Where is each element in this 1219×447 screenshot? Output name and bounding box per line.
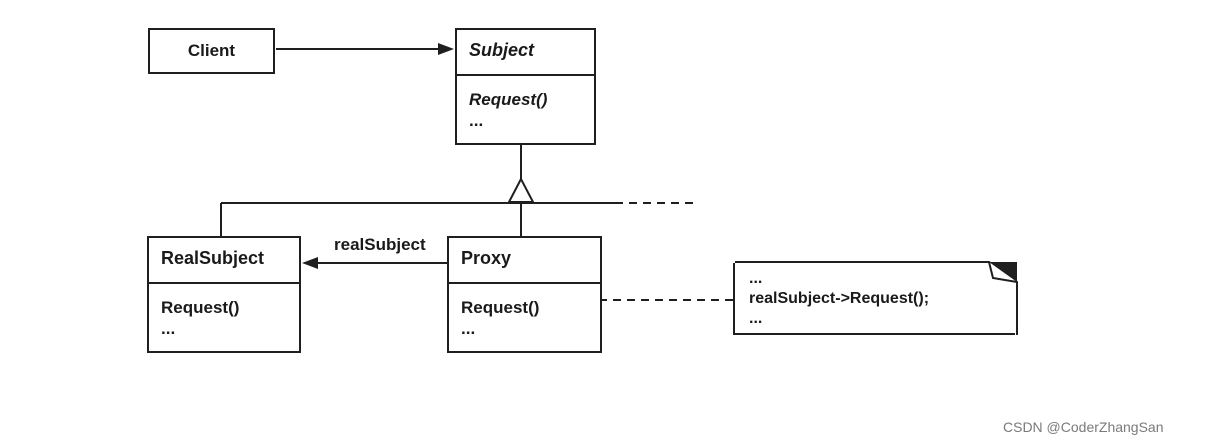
note-line-1: ... — [749, 270, 763, 287]
subject-class-box: Subject Request() ... — [455, 28, 596, 145]
note-line-3: ... — [749, 310, 763, 327]
note-outline — [735, 261, 1018, 335]
note-text: ... realSubject->Request(); ... — [749, 269, 929, 329]
realsubject-operations: Request() ... — [149, 282, 299, 353]
proxy-operations: Request() ... — [449, 282, 600, 353]
client-class-box: Client — [148, 28, 275, 74]
proxy-class-name: Proxy — [461, 248, 512, 268]
realsubject-request-operation: Request() — [161, 298, 240, 317]
watermark-text: CSDN @CoderZhangSan — [1003, 419, 1164, 435]
subject-request-operation: Request() — [469, 90, 548, 109]
generalization-triangle — [507, 176, 535, 203]
subject-more-operations: ... — [469, 111, 484, 130]
proxy-class-box: Proxy Request() ... — [447, 236, 602, 353]
proxy-more-operations: ... — [461, 319, 476, 338]
client-subject-arrowhead — [438, 43, 454, 55]
proxy-request-operation: Request() — [461, 298, 540, 317]
note-line-2: realSubject->Request(); — [749, 290, 930, 307]
subject-class-name: Subject — [469, 40, 535, 60]
realsubject-more-operations: ... — [161, 319, 176, 338]
proxy-realsubject-arrowhead — [302, 257, 318, 269]
subject-operations: Request() ... — [457, 74, 594, 145]
association-role-label: realSubject — [334, 235, 426, 254]
realsubject-class-box: RealSubject Request() ... — [147, 236, 301, 353]
client-class-name: Client — [187, 41, 236, 60]
implementation-note: ... realSubject->Request(); ... — [733, 261, 1018, 335]
realsubject-class-name: RealSubject — [161, 248, 265, 268]
